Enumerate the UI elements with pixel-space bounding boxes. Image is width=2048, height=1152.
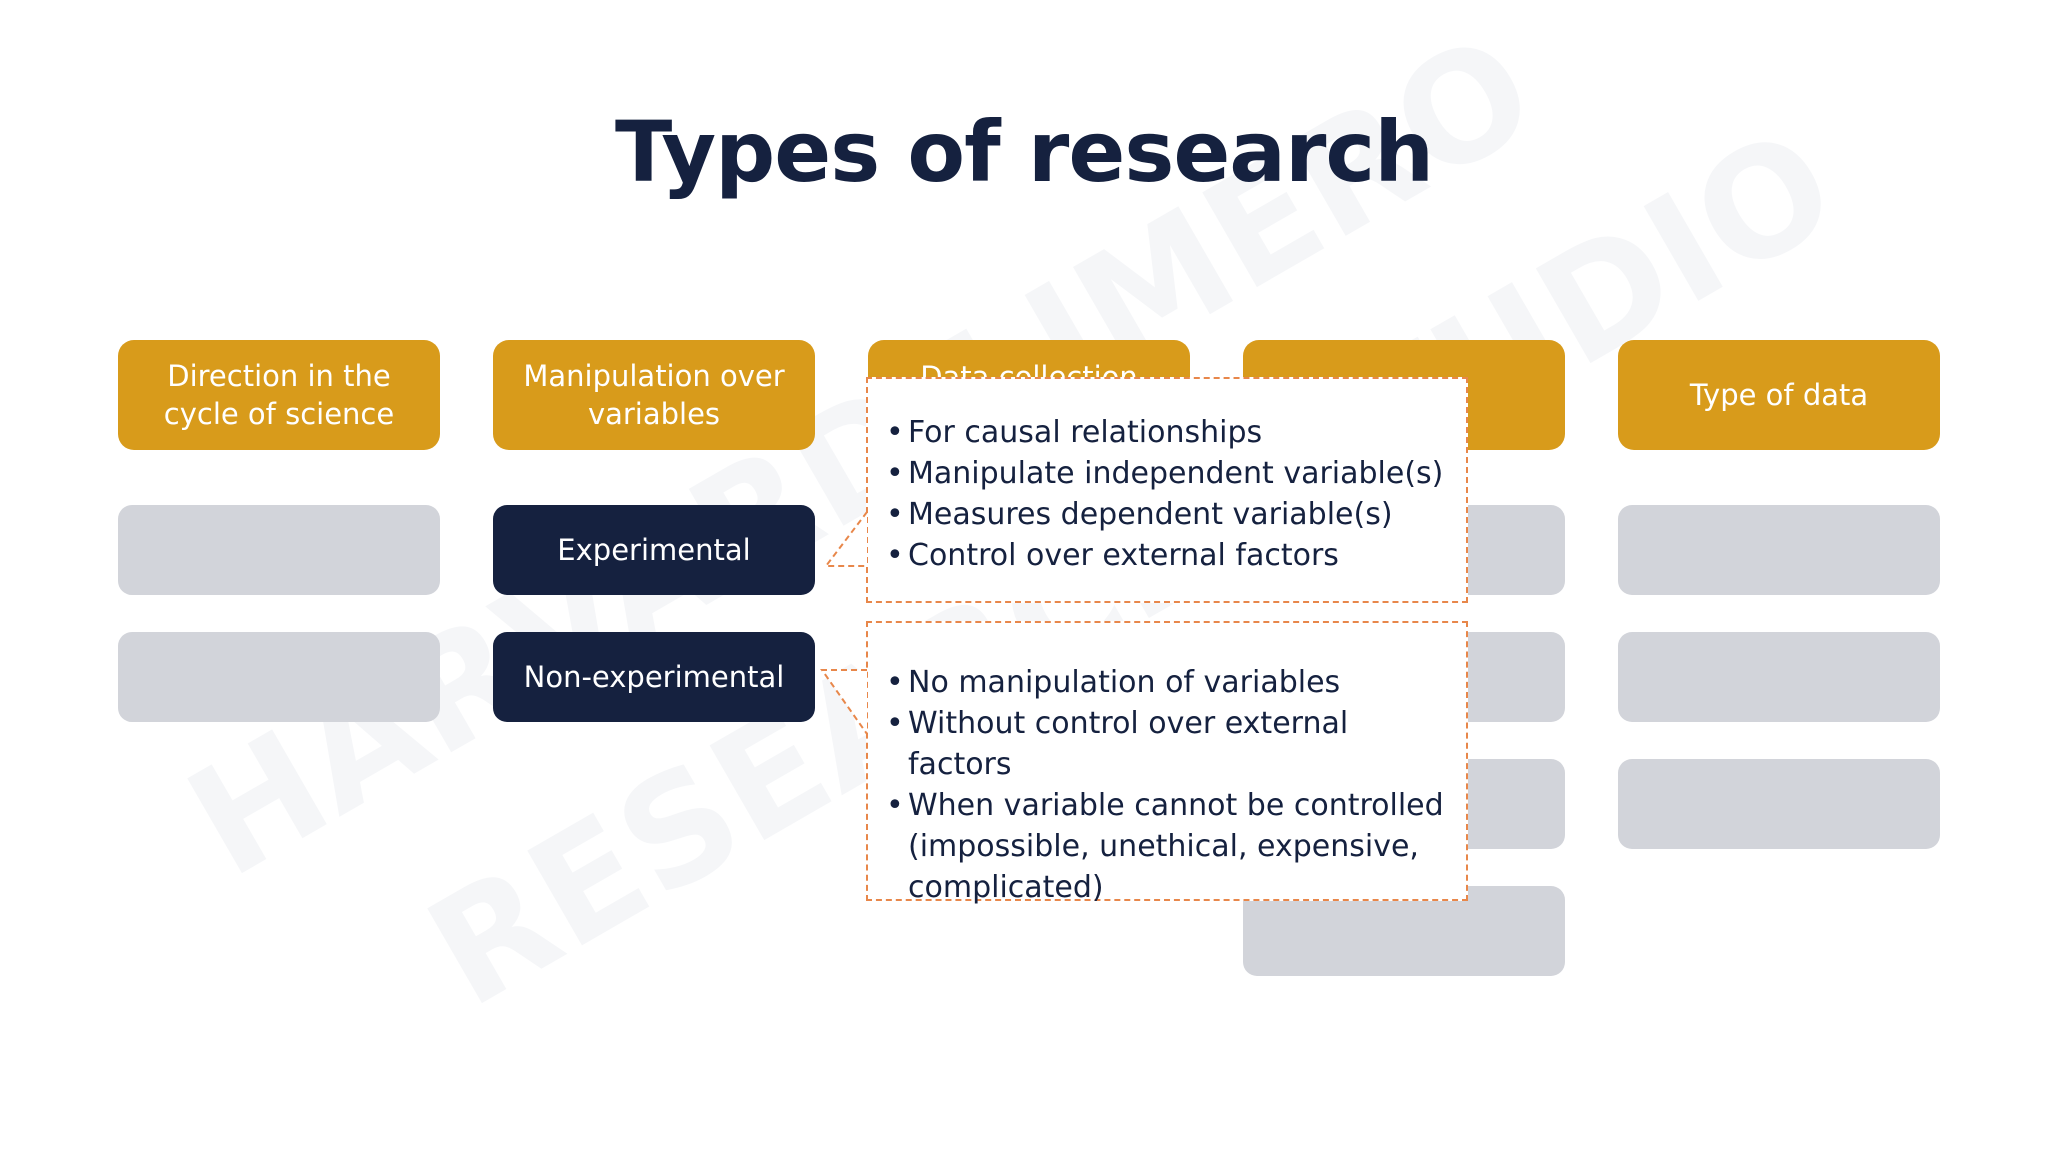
direction-placeholder-1	[118, 505, 440, 595]
type-of-data-placeholder-3	[1618, 759, 1940, 849]
experimental-box[interactable]: Experimental	[493, 505, 815, 595]
list-item: Manipulate independent variable(s)	[886, 453, 1466, 494]
header-direction-label: Direction in the cycle of science	[163, 359, 395, 431]
experimental-popup-list: For causal relationships Manipulate inde…	[886, 412, 1466, 576]
page-title: Types of research	[615, 103, 1434, 201]
experimental-connector	[823, 511, 868, 567]
non-experimental-box[interactable]: Non-experimental	[493, 632, 815, 722]
list-item: When variable cannot be controlled (impo…	[886, 785, 1446, 908]
header-type-of-data: Type of data	[1618, 340, 1940, 450]
non-experimental-popup: No manipulation of variables Without con…	[866, 621, 1468, 905]
non-experimental-popup-list: No manipulation of variables Without con…	[886, 662, 1446, 908]
experimental-popup: For causal relationships Manipulate inde…	[866, 377, 1468, 603]
header-manipulation-label: Manipulation over variables	[523, 359, 785, 431]
direction-placeholder-2	[118, 632, 440, 722]
type-of-data-placeholder-1	[1618, 505, 1940, 595]
list-item: For causal relationships	[886, 412, 1466, 453]
experimental-label: Experimental	[557, 533, 751, 567]
header-type-of-data-label: Type of data	[1689, 378, 1869, 412]
non-experimental-label: Non-experimental	[523, 660, 785, 694]
list-item: Without control over external factors	[886, 703, 1446, 785]
non-experimental-connector	[820, 669, 868, 735]
list-item: Control over external factors	[886, 535, 1466, 576]
header-direction: Direction in the cycle of science	[118, 340, 440, 450]
type-of-data-placeholder-2	[1618, 632, 1940, 722]
list-item: Measures dependent variable(s)	[886, 494, 1466, 535]
list-item: No manipulation of variables	[886, 662, 1446, 703]
header-manipulation: Manipulation over variables	[493, 340, 815, 450]
